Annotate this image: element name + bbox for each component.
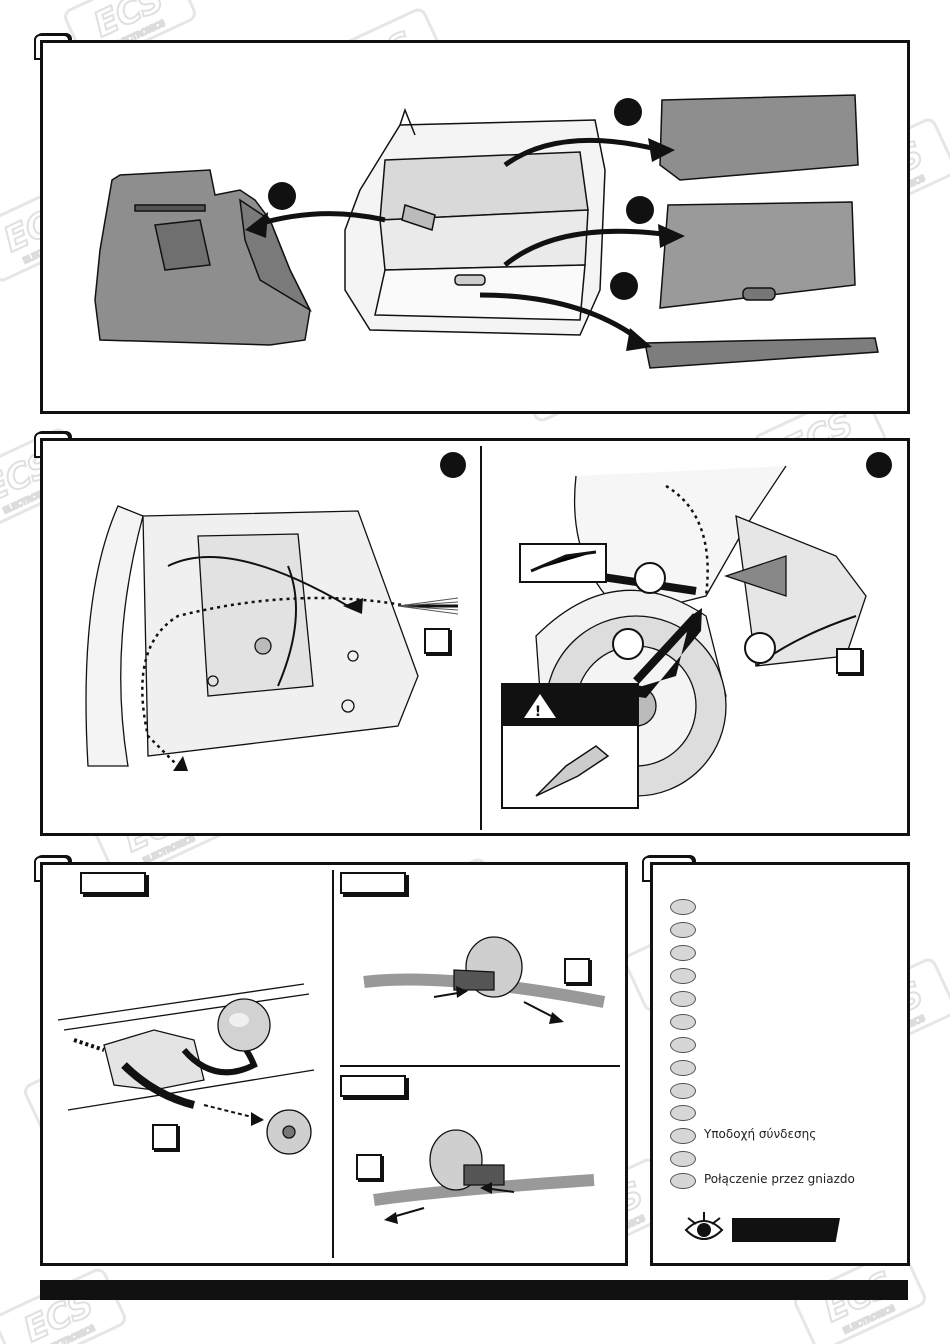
legend-text-13: Połączenie przez gniazdo — [704, 1172, 855, 1186]
step-marker-1d — [610, 272, 638, 300]
legend-text-11: Υποδοχή σύνδεσης — [704, 1127, 817, 1141]
step-marker-1a — [268, 182, 296, 210]
grommet-pull-illustration — [373, 1129, 595, 1224]
step-marker-1b — [614, 98, 642, 126]
towbar-socket-illustration — [57, 983, 315, 1155]
legend-oval-1 — [670, 899, 696, 915]
step-marker-2b — [866, 452, 892, 478]
side-trim-panel — [94, 169, 312, 346]
label-box-3c — [340, 1075, 406, 1097]
ref-box-3a — [152, 1124, 178, 1150]
trunk-disassembly-illustration — [94, 94, 879, 369]
arrow-heads — [245, 138, 685, 351]
svg-text:!: ! — [535, 704, 541, 720]
legend-oval-13 — [670, 1173, 696, 1189]
step-marker-1c — [626, 196, 654, 224]
ref-box-2a — [424, 628, 450, 654]
step-marker-2a — [440, 452, 466, 478]
ref-box-3c — [356, 1154, 382, 1180]
callout-circle-b — [612, 628, 644, 660]
sill-trim — [644, 337, 879, 369]
callout-circle-a — [634, 562, 666, 594]
removal-arrows — [254, 137, 671, 343]
legend-oval-8 — [670, 1060, 696, 1076]
legend-oval-7 — [670, 1037, 696, 1053]
svg-text:ECS: ECS — [88, 0, 170, 46]
label-box-3b — [340, 872, 406, 894]
label-box-3a — [80, 872, 146, 894]
rear-wheel-illustration: ! — [501, 465, 867, 809]
wiring-route-illustration — [85, 505, 459, 771]
trunk-floor-cover — [659, 201, 856, 309]
legend-oval-4 — [670, 968, 696, 984]
legend-oval-10 — [670, 1105, 696, 1121]
panel-3-divider-vertical — [332, 870, 334, 1258]
legend-oval-9 — [670, 1083, 696, 1099]
legend-oval-6 — [670, 1014, 696, 1030]
ref-box-3b — [564, 958, 590, 984]
ref-box-2b — [836, 648, 862, 674]
legend-oval-12 — [670, 1151, 696, 1167]
cable-route-dotted — [141, 596, 409, 767]
legend-oval-5 — [670, 991, 696, 1007]
svg-text:ELECTRONICS: ELECTRONICS — [42, 1324, 96, 1344]
panel-2-divider — [480, 446, 482, 830]
svg-text:ELECTRONICS: ELECTRONICS — [142, 834, 196, 866]
eye-icon — [684, 1212, 724, 1240]
svg-text:ELECTRONICS: ELECTRONICS — [842, 1304, 896, 1336]
footer-bar — [40, 1280, 908, 1300]
panel-3-divider-horizontal — [340, 1065, 620, 1067]
grommet-insert-illustration — [363, 936, 606, 1024]
legend-oval-2 — [670, 922, 696, 938]
legend-oval-11 — [670, 1128, 696, 1144]
legend-black-bar — [732, 1218, 840, 1242]
parcel-shelf — [659, 94, 859, 181]
callout-circle-c — [744, 632, 776, 664]
legend-oval-3 — [670, 945, 696, 961]
